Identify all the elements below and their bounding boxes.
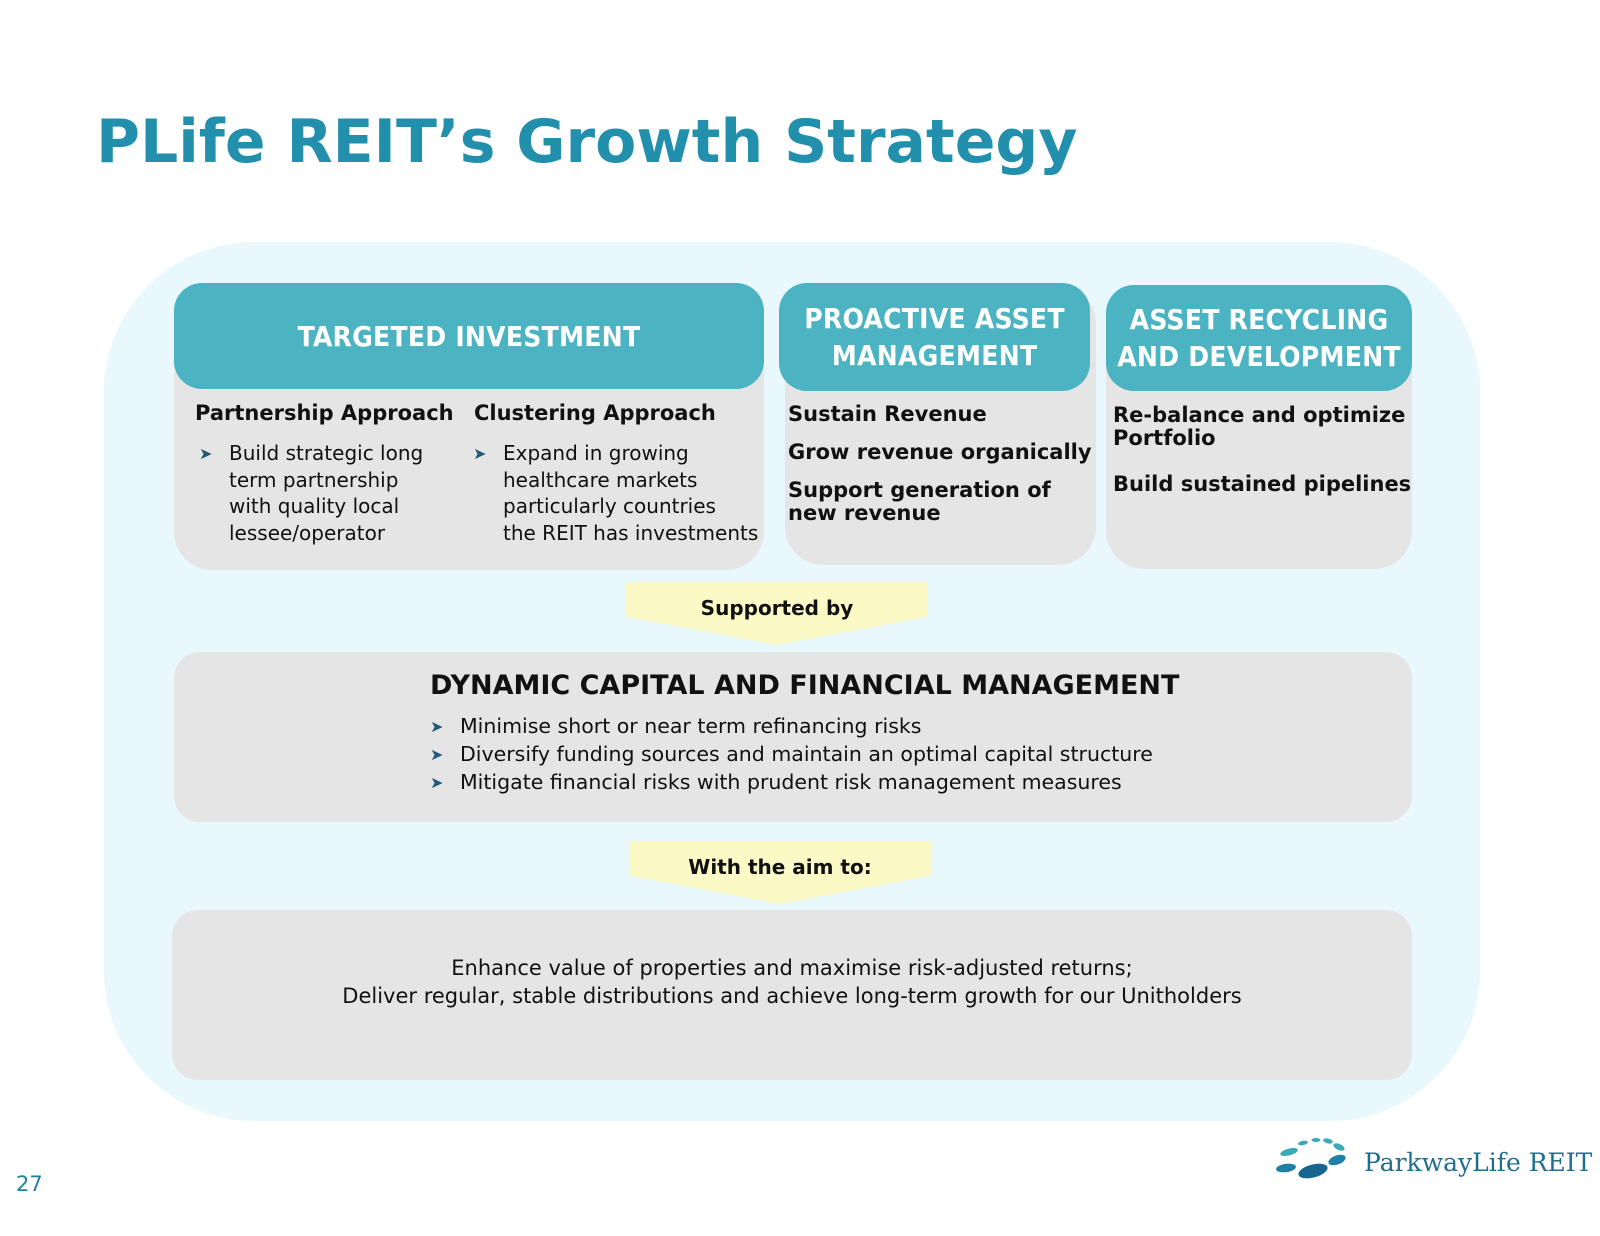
dots-swirl-logo-icon xyxy=(1276,1138,1346,1179)
bullet-line: Expand in growing xyxy=(503,441,689,465)
proactive-heading-line-2: MANAGEMENT xyxy=(831,339,1038,372)
asset-recycling-item: Portfolio xyxy=(1113,426,1216,450)
aim-line-2: Deliver regular, stable distributions an… xyxy=(342,984,1242,1008)
bullet-text: Diversify funding sources and maintain a… xyxy=(460,742,1153,766)
clustering-approach-heading: Clustering Approach xyxy=(474,401,716,425)
bullet-item: ➤ Expand in growing healthcare markets p… xyxy=(471,440,761,546)
bullet-item: ➤ Build strategic long term partnership … xyxy=(197,440,447,546)
bullet-line: healthcare markets xyxy=(503,467,698,492)
targeted-investment-heading: TARGETED INVESTMENT xyxy=(297,319,641,353)
bullet-item: ➤ Diversify funding sources and maintain … xyxy=(428,740,1228,768)
bullet-line: lessee/operator xyxy=(229,520,386,545)
supported-by-label: Supported by xyxy=(700,596,854,620)
bullet-line: with quality local xyxy=(229,494,400,518)
asset-recycling-heading-line-2: AND DEVELOPMENT xyxy=(1117,340,1401,373)
asset-recycling-header: ASSET RECYCLING AND DEVELOPMENT xyxy=(1106,285,1412,391)
dynamic-capital-heading: DYNAMIC CAPITAL AND FINANCIAL MANAGEMENT xyxy=(430,670,1180,701)
proactive-item: new revenue xyxy=(788,501,941,525)
logo-text: ParkwayLife REIT xyxy=(1364,1148,1593,1177)
arrow-bullet-icon: ➤ xyxy=(473,444,487,463)
aim-card xyxy=(172,910,1412,1080)
proactive-item: Sustain Revenue xyxy=(788,402,987,426)
aim-line-1: Enhance value of properties and maximise… xyxy=(451,956,1133,980)
bullet-line: the REIT has investments xyxy=(503,520,759,545)
bullet-line: term partnership xyxy=(229,467,399,492)
bullet-line: Build strategic long xyxy=(229,441,424,465)
arrow-bullet-icon: ➤ xyxy=(430,745,444,764)
bullet-item: ➤ Minimise short or near term refinancing… xyxy=(428,712,1228,740)
slide-title: PLife REIT’s Growth Strategy xyxy=(96,107,1078,177)
bullet-text: Minimise short or near term refinancing … xyxy=(460,714,922,738)
targeted-investment-header: TARGETED INVESTMENT xyxy=(174,283,764,389)
bullet-line: particularly countries xyxy=(503,494,716,518)
arrow-bullet-icon: ➤ xyxy=(430,717,444,736)
page-number: 27 xyxy=(16,1172,43,1196)
clustering-approach-bullets: ➤ Expand in growing healthcare markets p… xyxy=(471,440,761,546)
asset-recycling-item: Re-balance and optimize xyxy=(1113,403,1406,427)
asset-recycling-item: Build sustained pipelines xyxy=(1113,472,1412,496)
dynamic-capital-bullets: ➤ Minimise short or near term refinancing… xyxy=(428,712,1228,796)
proactive-heading-line-1: PROACTIVE ASSET xyxy=(804,302,1065,335)
dynamic-capital-card xyxy=(174,652,1412,822)
proactive-asset-management-header: PROACTIVE ASSET MANAGEMENT xyxy=(779,283,1090,391)
bullet-text: Mitigate financial risks with prudent ri… xyxy=(460,770,1122,794)
proactive-item: Grow revenue organically xyxy=(788,440,1092,464)
arrow-bullet-icon: ➤ xyxy=(430,773,444,792)
asset-recycling-heading-line-1: ASSET RECYCLING xyxy=(1129,303,1389,336)
partnership-approach-bullets: ➤ Build strategic long term partnership … xyxy=(197,440,447,546)
arrow-bullet-icon: ➤ xyxy=(199,444,213,463)
with-the-aim-to-label: With the aim to: xyxy=(688,855,872,879)
bullet-item: ➤ Mitigate financial risks with prudent r… xyxy=(428,768,1228,796)
partnership-approach-heading: Partnership Approach xyxy=(195,401,454,425)
proactive-item: Support generation of xyxy=(788,478,1051,502)
aim-text: Enhance value of properties and maximise… xyxy=(172,954,1412,1010)
